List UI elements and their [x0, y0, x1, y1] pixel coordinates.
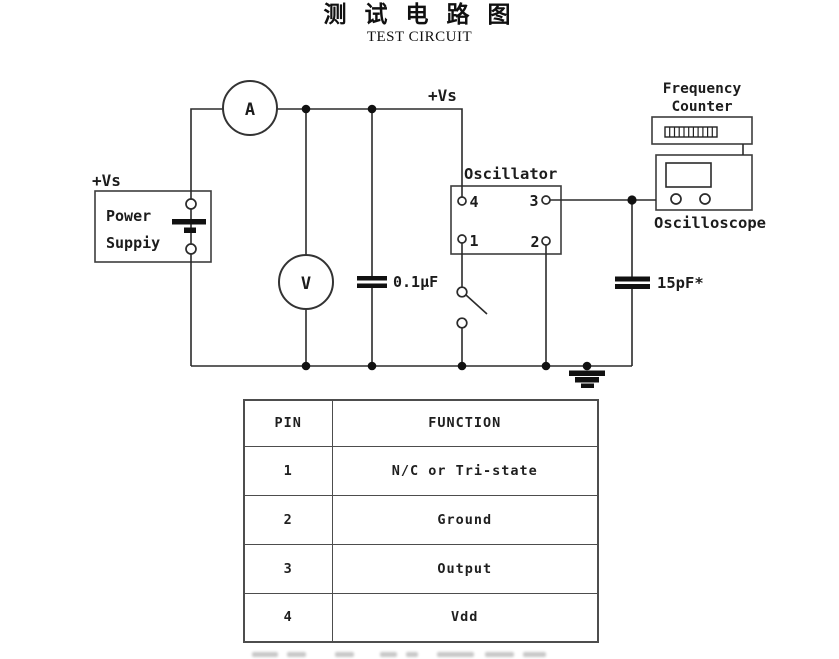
- junction-dot: [301, 104, 311, 114]
- function-cell: Vdd: [331, 592, 599, 643]
- junction-dot: [367, 361, 377, 371]
- wire-switch: [461, 243, 488, 366]
- cap2-plate: [615, 284, 650, 289]
- table-row: 1 N/C or Tri-state: [243, 445, 599, 496]
- pin4-terminal: [457, 196, 467, 206]
- table-row: 3 Output: [243, 543, 599, 594]
- cap1-plate: [357, 276, 387, 281]
- junction-dot: [627, 195, 637, 205]
- function-cell: N/C or Tri-state: [331, 445, 599, 496]
- oscillator-pin3-label: 3: [529, 192, 538, 210]
- junction-dot: [582, 361, 592, 371]
- table-row: 2 Ground: [243, 494, 599, 545]
- function-cell: Ground: [331, 494, 599, 545]
- junction-dot: [457, 361, 467, 371]
- scope-knob: [670, 193, 682, 205]
- switch-contact: [456, 286, 468, 298]
- cap1-value-label: 0.1µF: [393, 273, 438, 291]
- page-subtitle: TEST CIRCUIT: [366, 28, 473, 45]
- table-header-function: FUNCTION: [331, 399, 599, 447]
- switch-contact: [456, 317, 468, 329]
- function-cell: Output: [331, 543, 599, 594]
- scope-knob: [699, 193, 711, 205]
- power-supply-label-line1: Power: [106, 207, 151, 225]
- junction-dot: [367, 104, 377, 114]
- oscilloscope-label: Oscilloscope: [654, 214, 766, 232]
- junction-dot: [301, 361, 311, 371]
- scope-screen: [665, 162, 712, 188]
- ammeter-symbol: [222, 80, 278, 136]
- oscillator-pin1-label: 1: [469, 232, 478, 250]
- counter-display: [664, 126, 718, 138]
- pin1-terminal: [457, 234, 467, 244]
- power-terminal: [185, 198, 197, 210]
- voltmeter-label: V: [301, 274, 311, 294]
- pin-cell: 3: [243, 543, 333, 594]
- wire-top-rail: [190, 108, 463, 366]
- power-terminal: [185, 243, 197, 255]
- pin2-terminal: [541, 236, 551, 246]
- table-header-row: PIN FUNCTION: [243, 399, 599, 447]
- cap1-plate: [357, 283, 387, 288]
- pin-cell: 2: [243, 494, 333, 545]
- pin-function-table: PIN FUNCTION 1 N/C or Tri-state 2 Ground…: [243, 399, 599, 643]
- ammeter-label: A: [245, 100, 255, 120]
- oscillator-pin4-label: 4: [469, 193, 478, 211]
- cap2-plate: [615, 276, 650, 282]
- cap2-value-label: 15pF*: [657, 274, 704, 292]
- pin3-terminal: [541, 195, 551, 205]
- page-title: 测 试 电 路 图: [323, 1, 516, 28]
- oscillator-label: Oscillator: [464, 165, 557, 183]
- table-header-pin: PIN: [243, 399, 333, 447]
- power-supply-label-line2: Suppiy: [106, 234, 160, 252]
- table-row: 4 Vdd: [243, 592, 599, 643]
- voltmeter-symbol: [278, 254, 334, 310]
- pin-cell: 1: [243, 445, 333, 496]
- ground-symbol: [569, 370, 605, 388]
- title-block: 测 试 电 路 图 TEST CIRCUIT: [0, 0, 839, 46]
- frequency-counter-label-line1: Frequency: [663, 81, 742, 97]
- pin-cell: 4: [243, 592, 333, 643]
- frequency-counter-label-line2: Counter: [671, 99, 732, 115]
- vs-top-label: +Vs: [428, 86, 457, 105]
- oscillator-pin2-label: 2: [530, 233, 539, 251]
- battery-symbol: [172, 219, 206, 233]
- junction-dot: [541, 361, 551, 371]
- power-vs-label: +Vs: [92, 171, 121, 190]
